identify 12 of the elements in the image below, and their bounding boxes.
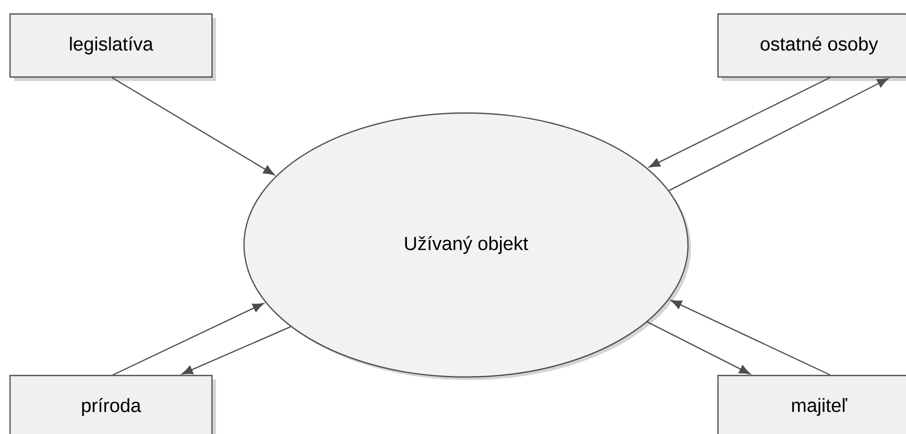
process-box: legislatíva — [9, 13, 216, 81]
arrow — [182, 326, 291, 375]
process-box: majiteľ — [717, 374, 906, 434]
arrow — [670, 300, 830, 376]
arrow — [112, 77, 275, 176]
arrow — [112, 302, 264, 376]
arrow — [648, 77, 830, 168]
process-box: ostatné osoby — [717, 13, 906, 81]
ellipse-node: Užívaný objekt — [243, 112, 691, 380]
arrow — [647, 321, 750, 374]
process-box: príroda — [9, 374, 216, 434]
arrow — [668, 78, 888, 192]
